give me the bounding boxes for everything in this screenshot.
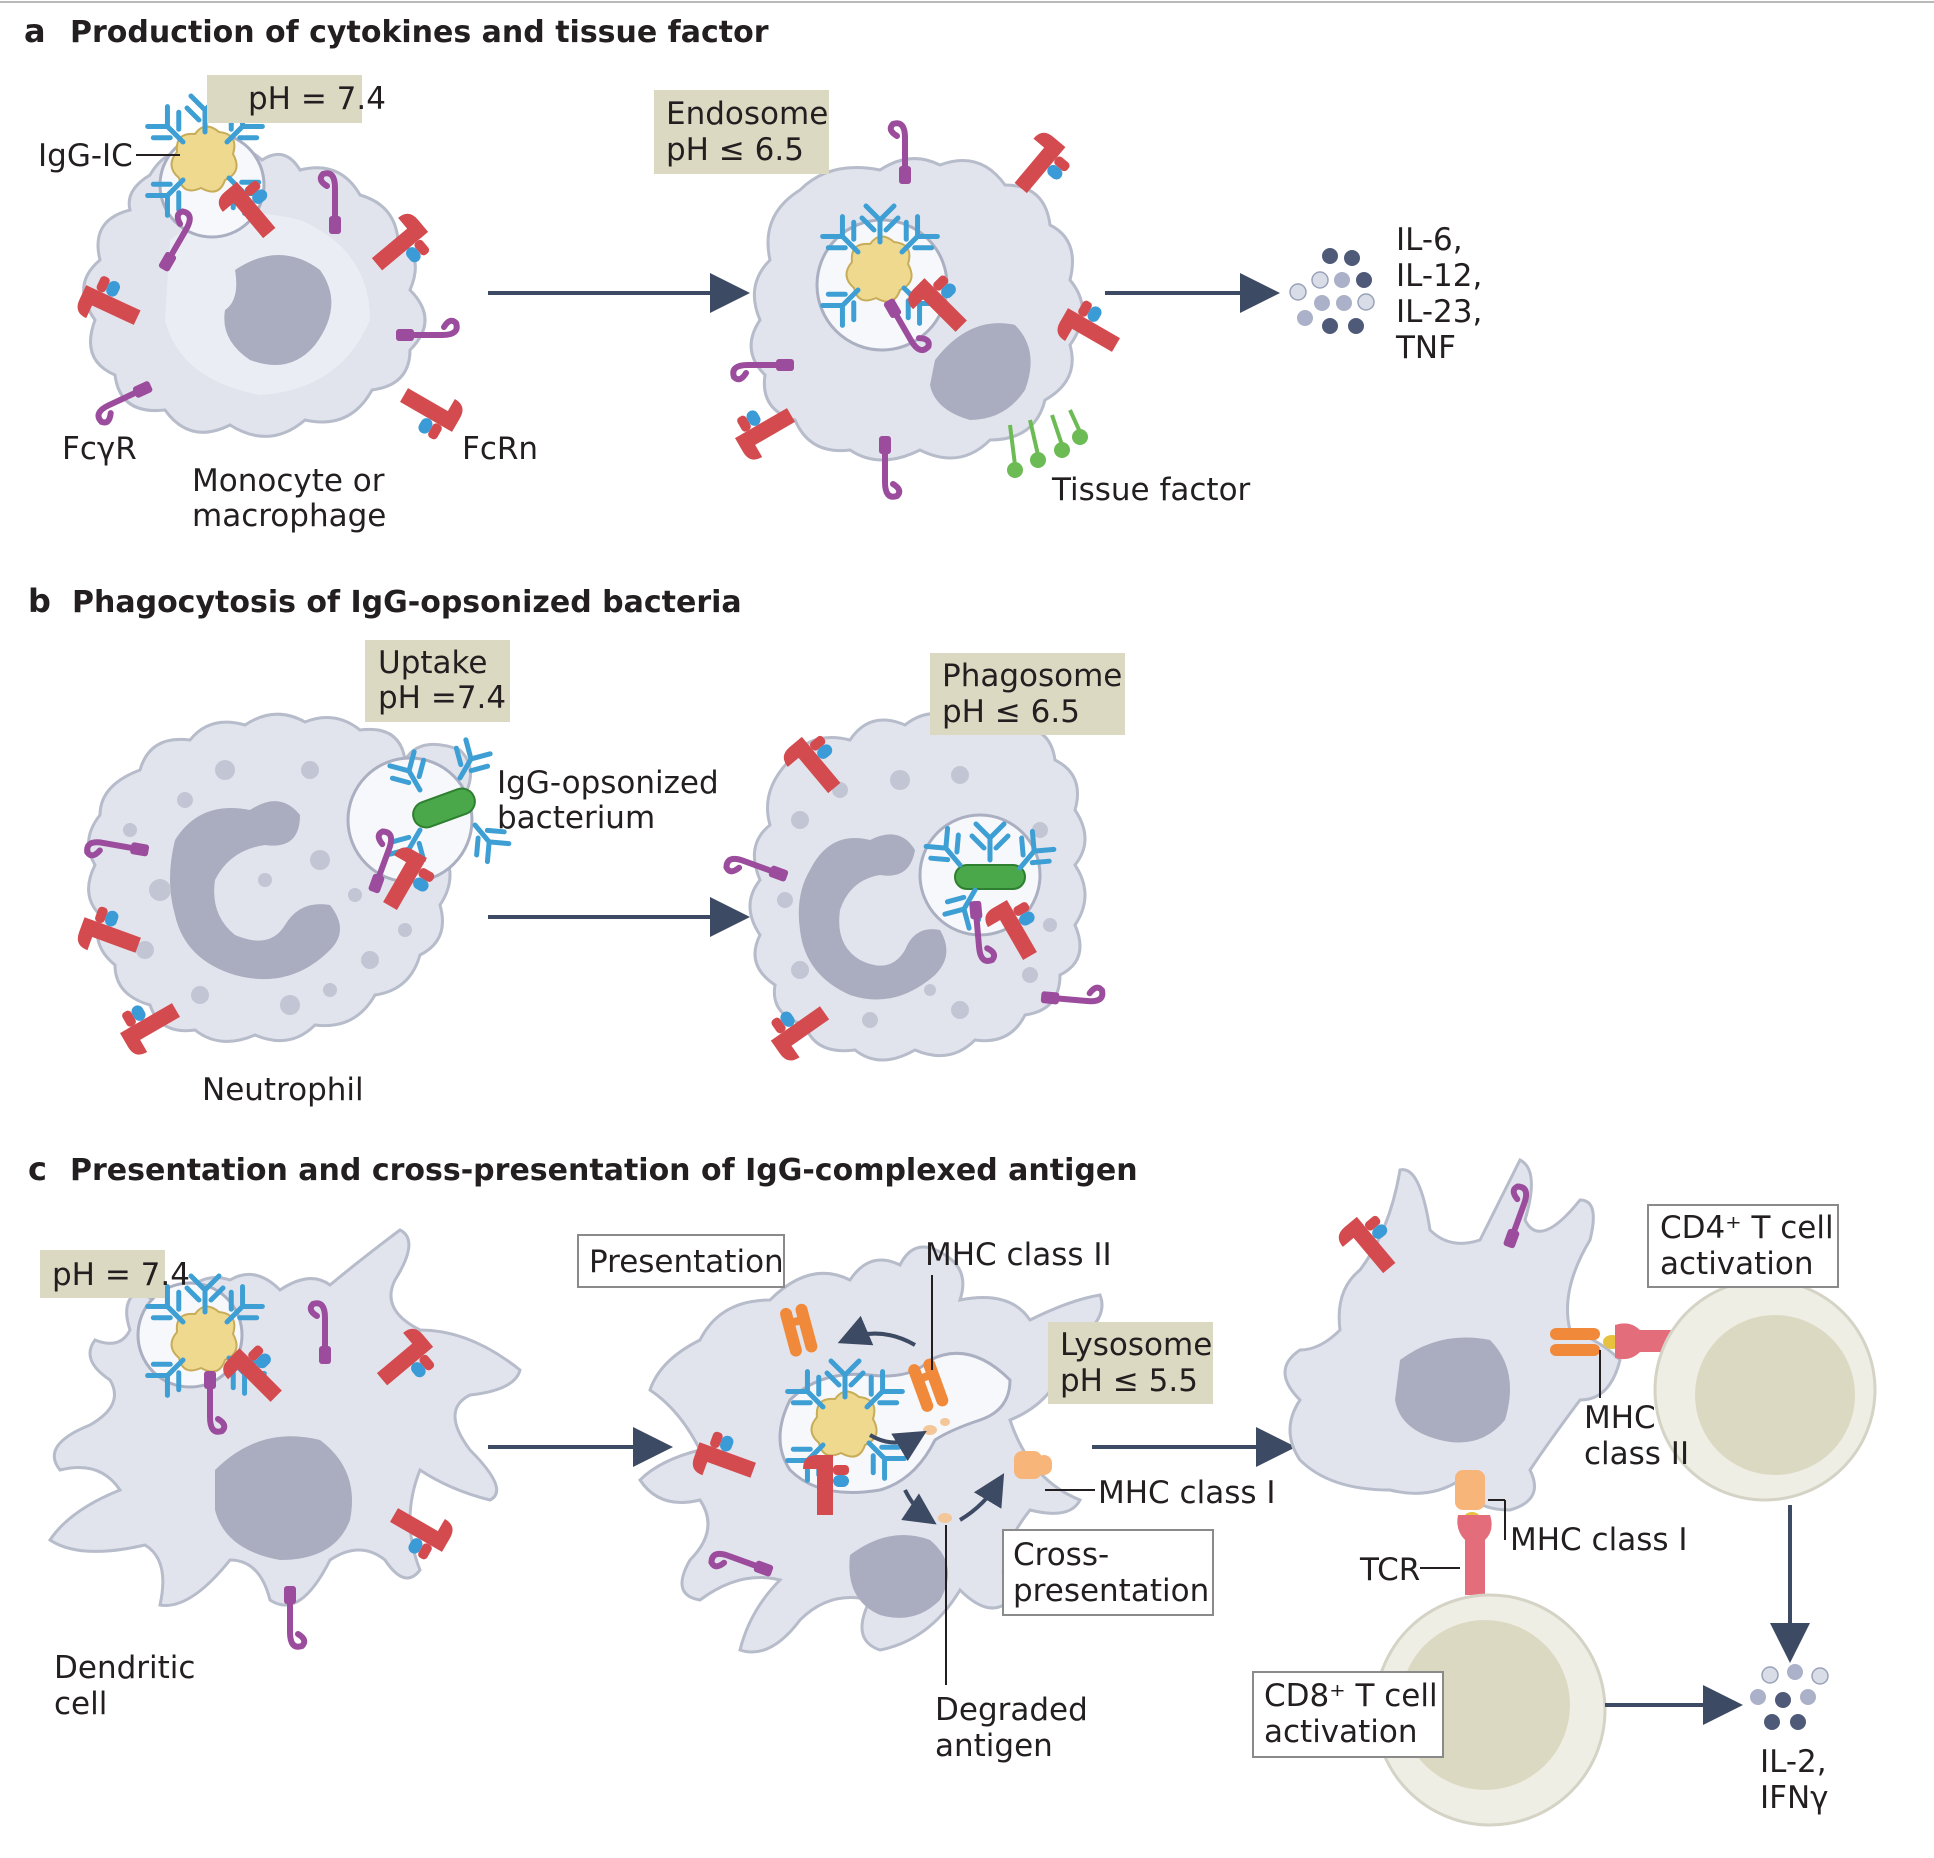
cross-presentation-1: Cross- <box>1013 1537 1109 1573</box>
lysosome-label-2: pH ≤ 5.5 <box>1060 1363 1198 1399</box>
bacterium-icon-internal <box>923 824 1057 930</box>
cytokine-a-1: IL-6, <box>1396 222 1463 258</box>
cd4-t-cell <box>1653 1278 1877 1502</box>
panel-a-letter: a <box>24 12 46 50</box>
neutrophil-label: Neutrophil <box>202 1072 364 1108</box>
dendritic-cell-processing <box>638 1245 1104 1654</box>
endosome-label-1: Endosome <box>666 96 828 132</box>
cytokine-dots-a <box>1289 248 1375 334</box>
ph-label: pH = 7.4 <box>248 81 386 117</box>
presentation-label: Presentation <box>589 1244 784 1280</box>
degraded-antigen-1: Degraded <box>935 1692 1088 1728</box>
dc-label-1: Dendritic <box>54 1650 195 1686</box>
cd4-label-2: activation <box>1660 1246 1814 1282</box>
panel-b-letter: b <box>28 582 51 620</box>
phagosome-label-1: Phagosome <box>942 658 1122 694</box>
bacterium-label-1: IgG-opsonized <box>497 765 719 801</box>
cd4-activation-box <box>1647 1204 1839 1288</box>
mhc2-right-1: MHC <box>1584 1400 1656 1436</box>
ph-label-c: pH = 7.4 <box>52 1257 190 1293</box>
monocyte-label-2: macrophage <box>192 498 386 534</box>
neutrophil-cell-phagosome <box>748 712 1087 1062</box>
tcr-label: TCR <box>1359 1552 1420 1588</box>
fcrn-receptor <box>392 375 467 446</box>
mhc2-top-label: MHC class II <box>925 1237 1112 1273</box>
panel-c-title: Presentation and cross-presentation of I… <box>70 1153 1138 1188</box>
bacterium-icon <box>386 738 512 870</box>
bacterium-label-2: bacterium <box>497 800 655 836</box>
cross-presentation-box <box>1002 1529 1214 1616</box>
endosome-label-2: pH ≤ 6.5 <box>666 132 804 168</box>
fcgr-label: FcγR <box>62 431 137 467</box>
cytokine-a-4: TNF <box>1395 330 1456 366</box>
neutrophil-cell <box>87 712 474 1043</box>
mhc1-molecule <box>1014 1451 1052 1479</box>
uptake-box <box>365 640 510 722</box>
monocyte-cell-endosome <box>749 157 1084 462</box>
monocyte-label-1: Monocyte or <box>192 463 385 499</box>
cytokine-c-1: IL-2, <box>1760 1744 1827 1780</box>
cd4-label-1: CD4⁺ T cell <box>1660 1210 1834 1246</box>
cytokine-c-2: IFNγ <box>1760 1780 1829 1816</box>
cytokine-a-2: IL-12, <box>1396 258 1482 294</box>
degraded-antigen-2: antigen <box>935 1728 1053 1764</box>
phagosome-box <box>930 653 1125 735</box>
igg-ic-label: IgG-IC <box>38 138 133 174</box>
panel-b-title: Phagocytosis of IgG-opsonized bacteria <box>72 585 742 620</box>
tissue-factor-icon <box>1007 409 1088 478</box>
phagosome-label-2: pH ≤ 6.5 <box>942 694 1080 730</box>
panel-c-letter: c <box>28 1150 47 1188</box>
fcrn-label: FcRn <box>462 431 538 467</box>
presentation-box <box>577 1234 785 1288</box>
endosome-box <box>654 90 829 174</box>
tissue-factor-label: Tissue factor <box>1051 472 1251 508</box>
lysosome-label-1: Lysosome <box>1060 1327 1212 1363</box>
cd8-label-1: CD8⁺ T cell <box>1264 1678 1438 1714</box>
ph-box <box>207 75 362 123</box>
cd8-label-2: activation <box>1264 1714 1418 1750</box>
mhc1-mid-label: MHC class I <box>1098 1475 1276 1511</box>
trafficking-arrows <box>837 1315 1005 1525</box>
uptake-label-1: Uptake <box>378 645 487 681</box>
panel-a-title: Production of cytokines and tissue facto… <box>70 15 769 50</box>
mhc1-right-label: MHC class I <box>1510 1522 1688 1558</box>
cytokine-a-3: IL-23, <box>1396 294 1482 330</box>
lysosome-box <box>1048 1322 1213 1404</box>
cytokine-dots-c <box>1750 1664 1829 1730</box>
uptake-label-2: pH =7.4 <box>378 680 506 716</box>
ph-box-c <box>40 1250 165 1298</box>
cd8-activation-box <box>1252 1671 1444 1758</box>
mhc1-tcr-complex <box>1455 1470 1492 1595</box>
dc-label-2: cell <box>54 1686 107 1722</box>
mhc2-right-2: class II <box>1584 1436 1689 1472</box>
cross-presentation-2: presentation <box>1013 1573 1209 1609</box>
